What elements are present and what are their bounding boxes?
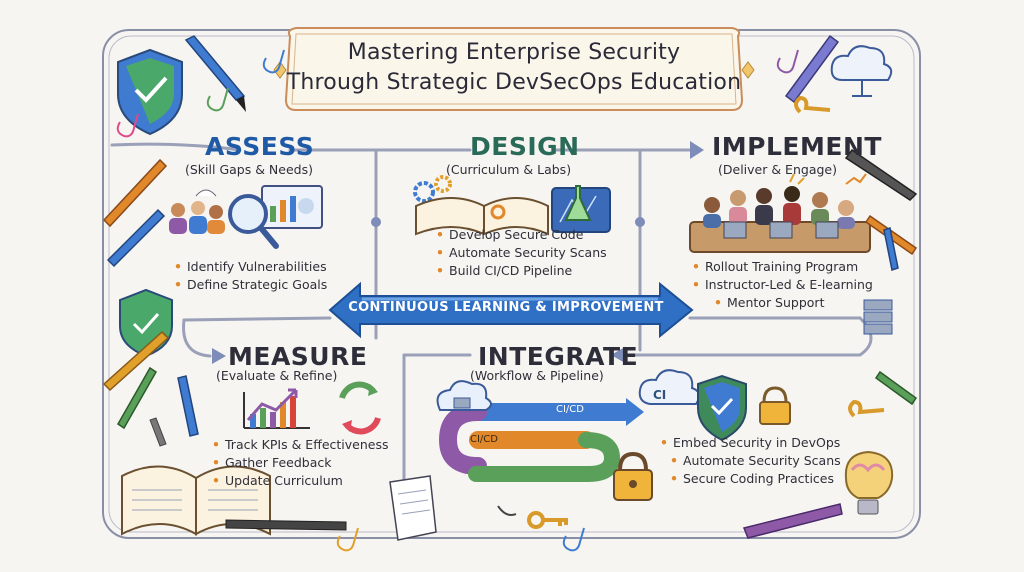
cloud-server-icon: [436, 380, 492, 411]
pipeline-label-top: CI/CD: [556, 404, 584, 415]
key-icon: [527, 511, 568, 529]
list-item: •Update Curriculum: [212, 473, 343, 488]
title-line-2: Through Strategic DevSecOps Education: [286, 70, 742, 95]
shield-check-icon-large: [117, 48, 183, 136]
paperclip-icon: [116, 49, 799, 552]
cloud-server-icon-right: [830, 45, 893, 97]
list-item: •Mentor Support: [714, 295, 825, 310]
list-item: •Automate Security Scans: [436, 245, 607, 260]
padlock-icon-bottom: [613, 451, 653, 501]
phase-measure-bullets: •Track KPIs & Effectiveness •Gather Feed…: [212, 436, 388, 490]
team-analysis-icon: [169, 185, 323, 249]
document-icon: [389, 475, 437, 541]
phase-assess-bullets: •Identify Vulnerabilities •Define Strate…: [174, 258, 327, 294]
list-item: •Gather Feedback: [212, 455, 332, 470]
list-item: •Define Strategic Goals: [174, 277, 328, 292]
phase-assess-subtitle: (Skill Gaps & Needs): [185, 162, 313, 177]
title-line-1: Mastering Enterprise Security: [347, 40, 681, 65]
phase-integrate-title: INTEGRATE: [478, 342, 639, 371]
padlock-icon: [759, 386, 791, 425]
pencil-icon: [184, 35, 246, 112]
phase-implement-subtitle: (Deliver & Engage): [718, 162, 837, 177]
cloud-icon: [638, 369, 701, 405]
server-rack-icon: [863, 299, 893, 335]
list-item: •Automate Security Scans: [670, 453, 841, 468]
ci-cd-pipeline: [438, 398, 644, 482]
phase-design-bullets: •Develop Secure Code •Automate Security …: [436, 226, 607, 280]
phase-integrate-bullets: •Embed Security in DevOps •Automate Secu…: [660, 434, 841, 488]
cycle-arrows-icon: [339, 381, 381, 435]
list-item: •Track KPIs & Effectiveness: [212, 437, 389, 452]
list-item: •Instructor-Led & E-learning: [692, 277, 873, 292]
list-item: •Rollout Training Program: [692, 259, 859, 274]
design-illustration: [413, 175, 611, 236]
phase-design-subtitle: (Curriculum & Labs): [446, 162, 572, 177]
open-book-icon: [121, 465, 271, 536]
diagram-title: Mastering Enterprise Security Through St…: [286, 28, 742, 110]
list-item: •Identify Vulnerabilities: [174, 259, 327, 274]
list-item: •Build CI/CD Pipeline: [436, 263, 573, 278]
ci-badge: CI: [653, 388, 667, 402]
phase-implement-title: IMPLEMENT: [712, 132, 882, 161]
list-item: •Embed Security in DevOps: [660, 435, 841, 450]
continuous-improvement-banner: CONTINUOUS LEARNING & IMPROVEMENT: [348, 300, 664, 315]
shield-check-icon: [697, 374, 747, 442]
growth-chart-icon: [243, 388, 310, 429]
phase-measure-subtitle: (Evaluate & Refine): [216, 368, 338, 383]
phase-implement-bullets: •Rollout Training Program •Instructor-Le…: [692, 258, 873, 312]
phase-design-title: DESIGN: [470, 132, 580, 161]
pipeline-label-bottom: CI/CD: [470, 434, 498, 445]
phase-assess-title: ASSESS: [205, 132, 315, 161]
phase-integrate-subtitle: (Workflow & Pipeline): [470, 368, 604, 383]
team-laptops-icon: [689, 173, 871, 253]
list-item: •Develop Secure Code: [436, 227, 584, 242]
phase-measure-title: MEASURE: [228, 342, 368, 371]
list-item: •Secure Coding Practices: [670, 471, 835, 486]
lightbulb-icon: [844, 450, 894, 515]
